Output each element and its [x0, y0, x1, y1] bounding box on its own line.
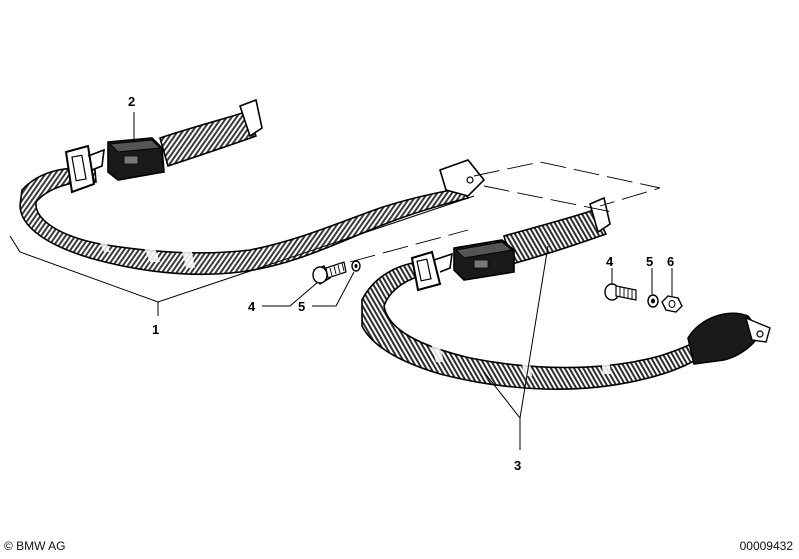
- buckle-upper: [107, 98, 263, 181]
- callout-5b: 5: [646, 254, 653, 269]
- copyright-notice: © BMW AG: [4, 539, 66, 553]
- belt-lower-tongue: [433, 252, 453, 273]
- bolt-shaft-b: [615, 285, 637, 301]
- buckle-release-button: [123, 155, 139, 165]
- callout-6: 6: [667, 254, 674, 269]
- belt-upper: [19, 144, 486, 276]
- anchor-hole: [756, 330, 764, 338]
- callout-3: 3: [514, 458, 521, 473]
- hardware-group-b: [604, 283, 683, 313]
- leader-lines: [9, 112, 673, 450]
- anchor-hole: [466, 176, 474, 184]
- belt-upper-strap: [19, 167, 470, 276]
- belt-lower: [361, 250, 771, 390]
- leader-5a: [312, 271, 355, 307]
- strap-highlight: [95, 232, 110, 252]
- buckle-lower-end-clip: [589, 196, 611, 234]
- callout-2: 2: [128, 94, 135, 109]
- strap-highlight: [600, 350, 611, 374]
- belt-upper-anchor: [439, 159, 486, 197]
- callout-4a: 4: [248, 299, 256, 314]
- belt-lower-strap: [361, 261, 717, 390]
- belt-lower-anchor: [744, 316, 771, 343]
- buckle-lower: [453, 196, 611, 281]
- dash-line-b: [483, 185, 613, 213]
- diagram-number: 00009432: [739, 539, 793, 553]
- callout-1: 1: [152, 322, 159, 337]
- buckle-release-button: [473, 259, 489, 269]
- callout-5a: 5: [298, 299, 305, 314]
- dash-line-c: [349, 229, 469, 263]
- strap-highlight: [430, 340, 444, 362]
- hardware-group-a: [312, 260, 361, 286]
- callout-4b: 4: [606, 254, 614, 269]
- leader-4a: [262, 281, 319, 307]
- belt-upper-tongue: [87, 148, 105, 171]
- bolt-shaft-a: [325, 261, 347, 279]
- strap-highlight: [520, 352, 532, 376]
- buckle-lower-strap: [503, 209, 608, 265]
- buckle-upper-strap: [159, 111, 258, 168]
- dash-line-a: [473, 161, 661, 207]
- strap-highlight: [140, 238, 160, 262]
- buckle-upper-end-clip: [238, 98, 263, 138]
- leader-1: [9, 195, 475, 303]
- strap-highlight: [180, 242, 195, 268]
- assembly-dash-lines: [349, 161, 661, 263]
